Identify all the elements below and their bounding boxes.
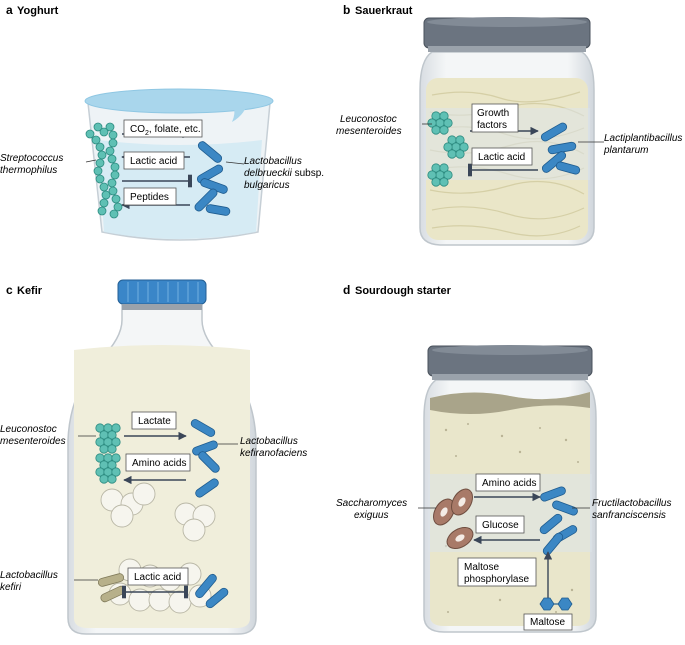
panel-c: c Kefir	[0, 279, 307, 635]
label-lacto-b-1: Lactiplantibacillus	[604, 133, 682, 144]
box-amino-acids-d-label: Amino acids	[482, 478, 536, 489]
label-lacto-a-2: delbrueckii	[244, 168, 293, 179]
label-yeast-2: exiguus	[354, 510, 388, 521]
box-lactic-acid-a-label: Lactic acid	[130, 156, 177, 167]
panel-c-title: Kefir	[17, 285, 43, 297]
label-yeast-1: Saccharomyces	[336, 498, 407, 509]
panel-b-title: Sauerkraut	[355, 5, 413, 17]
box-peptides-label: Peptides	[130, 192, 169, 203]
box-co2: CO2, folate, etc.	[123, 119, 203, 138]
svg-text:CO2, folate, etc.: CO2, folate, etc.	[130, 124, 201, 137]
panel-a-title: Yoghurt	[17, 5, 59, 17]
maltose-molecule	[539, 597, 573, 611]
label-lacto-c-2: kefiranofaciens	[240, 448, 307, 459]
label-lacto-a-2b: subsp.	[292, 168, 324, 179]
label-streptococcus-1: Streptococcus	[0, 153, 63, 164]
maltose-tag: Maltose	[523, 613, 573, 631]
box-amino-acids-c: Amino acids	[125, 453, 191, 472]
label-kefiri-1: Lactobacillus	[0, 570, 58, 581]
leuconostoc-clusters-b	[427, 111, 469, 187]
lactobacillus-rods-c	[190, 419, 229, 609]
box-growth-factors: Growth factors	[471, 103, 519, 133]
panel-d-letter: d	[343, 283, 350, 297]
panel-a: a Yoghurt	[0, 3, 324, 241]
sauerkraut-jar	[419, 17, 595, 246]
panel-d: d Sourdough starter	[336, 283, 671, 633]
box-mp-1: Maltose	[464, 562, 499, 573]
label-lacto-d-1: Fructilactobacillus	[592, 498, 671, 509]
box-lactic-acid-c: Lactic acid	[127, 567, 189, 586]
yeast-cells	[433, 488, 474, 549]
box-lactate-label: Lactate	[138, 416, 171, 427]
label-leuco-b-2: mesenteroides	[336, 126, 402, 137]
leader-lacto-a	[225, 161, 245, 165]
lactobacillus-rods-b	[540, 122, 581, 175]
label-lacto-c-1: Lactobacillus	[240, 436, 298, 447]
box-lactic-acid-b-label: Lactic acid	[478, 152, 525, 163]
box-mp-2: phosphorylase	[464, 574, 529, 585]
box-amino-acids-d: Amino acids	[475, 473, 541, 492]
box-lactic-acid-c-label: Lactic acid	[134, 572, 181, 583]
label-lacto-d-2: sanfranciscensis	[592, 510, 666, 521]
label-kefiri-2: kefiri	[0, 582, 22, 593]
box-amino-acids-c-label: Amino acids	[132, 458, 186, 469]
co2-sub: 2	[145, 130, 149, 137]
panel-d-title: Sourdough starter	[355, 285, 452, 297]
label-streptococcus-2: thermophilus	[0, 165, 57, 176]
box-lactic-acid-a: Lactic acid	[123, 151, 185, 170]
label-leuco-c-2: mesenteroides	[0, 436, 66, 447]
label-lacto-a-1: Lactobacillus	[244, 156, 302, 167]
leader-strep	[85, 159, 97, 163]
panel-b: b Sauerkraut	[336, 3, 682, 246]
svg-text:delbrueckii subsp.: delbrueckii subsp.	[244, 168, 324, 179]
lactobacillus-rods-d	[539, 486, 578, 556]
leuconostoc-clusters-c	[95, 423, 121, 484]
box-growth-2: factors	[477, 120, 507, 131]
panel-a-letter: a	[6, 3, 13, 17]
box-lactic-acid-b: Lactic acid	[471, 147, 533, 166]
label-leuco-c-1: Leuconostoc	[0, 424, 57, 435]
box-glucose: Glucose	[475, 515, 525, 534]
streptococcus-chains	[85, 122, 123, 219]
box-peptides: Peptides	[123, 187, 177, 206]
box-lactate: Lactate	[131, 411, 177, 430]
panel-c-letter: c	[6, 283, 13, 297]
box-growth-1: Growth	[477, 108, 509, 119]
label-lacto-b-2: plantarum	[603, 145, 648, 156]
box-maltose-phosphorylase: Maltose phosphorylase	[457, 557, 537, 587]
panel-b-letter: b	[343, 3, 350, 17]
co2-rest: , folate, etc.	[149, 124, 201, 135]
label-lacto-a-3: bulgaricus	[244, 180, 290, 191]
maltose-label: Maltose	[530, 617, 565, 628]
lactobacillus-rods-a	[194, 141, 231, 216]
label-leuco-b-1: Leuconostoc	[340, 114, 397, 125]
co2-main: CO	[130, 124, 145, 135]
box-glucose-label: Glucose	[482, 520, 519, 531]
